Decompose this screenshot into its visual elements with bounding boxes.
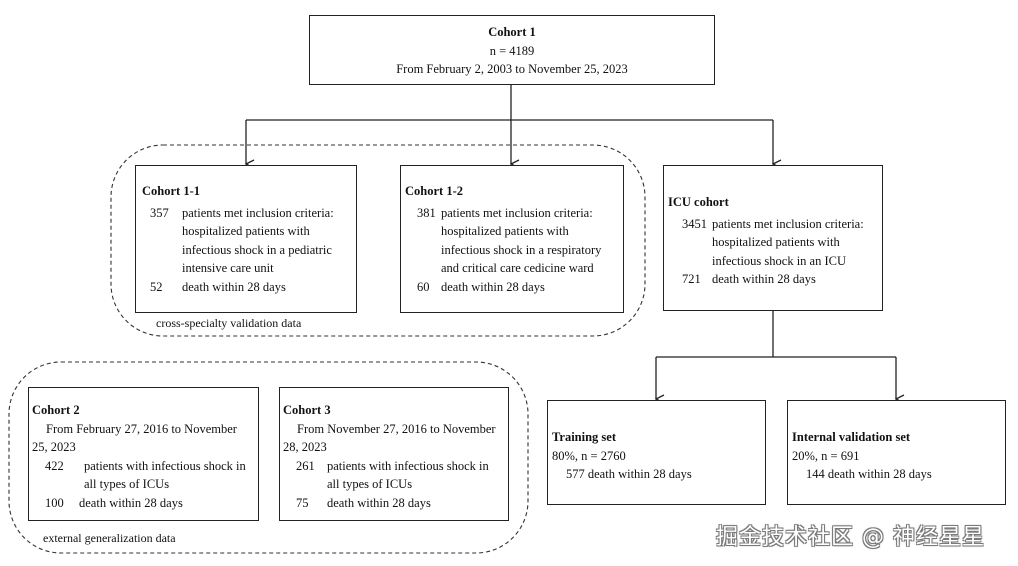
- cohort-3-period: From November 27, 2016 to November 28, 2…: [283, 421, 496, 455]
- cohort-2-death-count: 100: [45, 495, 64, 510]
- cohort-1-2-death-text: death within 28 days: [441, 279, 545, 294]
- training-set-split: 80%, n = 2760: [552, 448, 626, 463]
- cohort-1-n: n = 4189: [489, 43, 535, 58]
- cohort-2-title: Cohort 2: [32, 403, 80, 417]
- internal-validation-set-split: 20%, n = 691: [792, 448, 860, 463]
- cohort-1-1-inclusion-text: patients met inclusion criteria: hospita…: [182, 205, 334, 276]
- cohort-1-2-title: Cohort 1-2: [405, 184, 463, 198]
- icu-cohort-box: ICU cohort 3451 patients met inclusion c…: [663, 165, 883, 311]
- watermark: 掘金技术社区 @ 神经星星: [716, 525, 985, 550]
- icu-cohort-death-count: 721: [682, 272, 701, 286]
- icu-cohort-inclusion-text: patients met inclusion criteria: hospita…: [712, 216, 864, 268]
- cohort-3-box: Cohort 3 From November 27, 2016 to Novem…: [279, 387, 509, 521]
- cohort-1-2-inclusion-text: patients met inclusion criteria: hospita…: [441, 205, 602, 276]
- cohort-2-patients-count: 422: [45, 458, 64, 473]
- cohort-3-death-text: death within 28 days: [327, 495, 431, 510]
- cross-specialty-label: cross-specialty validation data: [156, 316, 302, 330]
- training-set-title: Training set: [552, 430, 617, 444]
- cohort-2-box: Cohort 2 From February 27, 2016 to Novem…: [28, 387, 259, 521]
- cohort-1-2-death-count: 60: [417, 279, 430, 294]
- training-set-death: 577 death within 28 days: [566, 467, 692, 481]
- cohort-3-patients-text: patients with infectious shock in all ty…: [327, 458, 489, 492]
- internal-validation-set-death: 144 death within 28 days: [806, 467, 932, 481]
- icu-cohort-death-text: death within 28 days: [712, 272, 816, 286]
- icu-cohort-title: ICU cohort: [668, 195, 729, 209]
- cohort-1-1-death-count: 52: [150, 279, 163, 294]
- cohort-1-2-inclusion-count: 381: [417, 205, 436, 220]
- cohort-2-patients-text: patients with infectious shock in all ty…: [84, 458, 246, 492]
- cross-specialty-group-outline: [110, 144, 646, 337]
- cohort-2-death-text: death within 28 days: [79, 495, 183, 510]
- internal-validation-set-box: Internal validation set 20%, n = 691 144…: [787, 400, 1006, 505]
- internal-validation-set-title: Internal validation set: [792, 430, 911, 444]
- cohort-1-1-box: Cohort 1-1 357 patients met inclusion cr…: [135, 165, 357, 313]
- training-set-box: Training set 80%, n = 2760 577 death wit…: [547, 400, 766, 505]
- cohort-1-1-death-text: death within 28 days: [182, 279, 286, 294]
- cohort-3-patients-count: 261: [296, 458, 315, 473]
- cohort-1-1-inclusion-count: 357: [150, 205, 169, 220]
- icu-cohort-inclusion-count: 3451: [682, 216, 707, 231]
- cohort-1-1-title: Cohort 1-1: [142, 184, 200, 198]
- cohort-3-death-count: 75: [296, 495, 309, 510]
- cohort-2-period: From February 27, 2016 to November 25, 2…: [32, 421, 237, 455]
- cohort-1-2-box: Cohort 1-2 381 patients met inclusion cr…: [400, 165, 624, 313]
- cohort-1-title: Cohort 1: [488, 25, 536, 39]
- cohort-1-box: Cohort 1 n = 4189 From February 2, 2003 …: [309, 15, 715, 85]
- cohort-1-period: From February 2, 2003 to November 25, 20…: [396, 62, 628, 76]
- cohort-3-title: Cohort 3: [283, 403, 331, 417]
- external-group-outline: [8, 361, 529, 554]
- external-generalization-label: external generalization data: [43, 531, 176, 545]
